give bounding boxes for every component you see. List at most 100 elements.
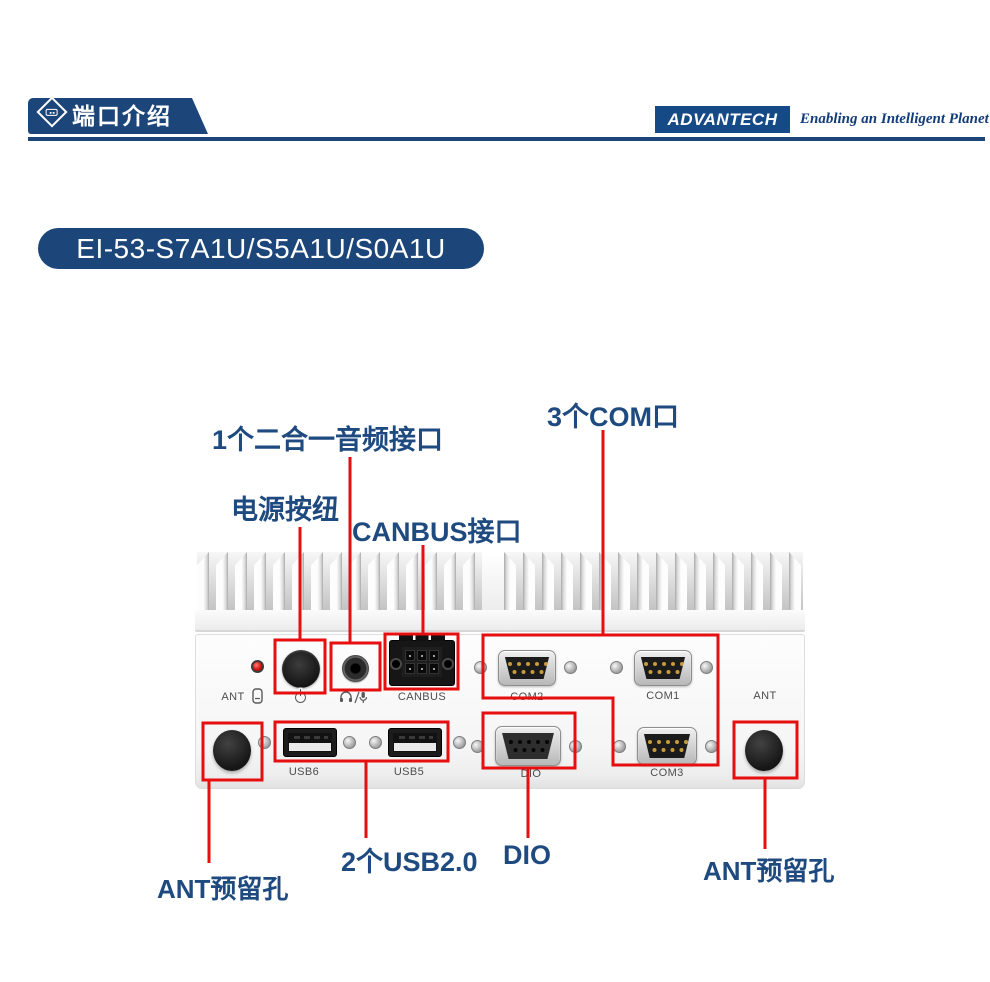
canbus-connector [389, 635, 455, 686]
callout-ant-right-label: ANT预留孔 [703, 856, 835, 886]
heatsink-fin [618, 552, 630, 612]
heatsink-fin [273, 552, 285, 612]
canbus-pin [429, 650, 439, 661]
heatsink-fin [713, 552, 725, 612]
heatsink-fin [406, 552, 418, 612]
canbus-pin [417, 663, 427, 674]
heatsink-fin [235, 552, 247, 612]
heatsink-fin [694, 552, 706, 612]
canbus-mount-hole [444, 660, 452, 668]
panel-label-com3: COM3 [650, 767, 684, 779]
ant-plug-right [745, 730, 783, 771]
heatsink-fin [463, 552, 475, 612]
panel-label-usb5: USB5 [393, 766, 425, 778]
screw [564, 661, 577, 674]
panel-label-canbus: CANBUS [397, 691, 447, 703]
heatsink-fin [349, 552, 361, 612]
heatsink-fin [561, 552, 573, 612]
com1-connector [634, 650, 692, 686]
db9-pins [508, 662, 512, 666]
ant-plug-left [213, 730, 251, 771]
highlight-box-com-group [481, 633, 720, 767]
heatsink-fin [311, 552, 323, 612]
usb-inner [288, 733, 332, 752]
heatsink-base [195, 610, 805, 632]
heatsink-fin [387, 552, 399, 612]
db9-holes [509, 740, 513, 744]
headset-mic-icon [340, 691, 367, 704]
model-badge: EI-53-S7A1U/S5A1U/S0A1U [38, 228, 484, 269]
heatsink-fin [732, 552, 744, 612]
canbus-pin [405, 650, 415, 661]
heatsink-fin [425, 552, 437, 612]
db9-insert [504, 657, 550, 679]
hdd-icon [252, 688, 263, 704]
panel-label-com1: COM1 [646, 690, 680, 702]
header-divider [28, 137, 985, 141]
usb-inner [393, 733, 437, 752]
heatsink-fin [216, 552, 228, 612]
heatsink-fin [580, 552, 592, 612]
power-button [282, 650, 320, 688]
usb6-port [283, 728, 337, 757]
callout-dio-label: DIO [503, 840, 552, 870]
heatsink-fin [254, 552, 266, 612]
heatsink-fin [504, 552, 516, 612]
heatsink-fin [637, 552, 649, 612]
callout-usb-label: 2个USB2.0 [341, 847, 478, 877]
canbus-mount-hole [392, 660, 400, 668]
screw [610, 661, 623, 674]
heatsink-fin [751, 552, 763, 612]
highlight-box-usb [273, 720, 450, 763]
highlight-box-power [273, 638, 327, 695]
com3-connector [637, 727, 697, 765]
brand-tagline: Enabling an Intelligent Planet [800, 111, 989, 127]
callout-power-label: 电源按纽 [231, 495, 339, 525]
brand-logo: ADVANTECH [655, 106, 790, 133]
heatsink-fin [770, 552, 782, 612]
panel-label-usb6: USB6 [288, 766, 320, 778]
screw [453, 736, 466, 749]
usb5-port [388, 728, 442, 757]
panel-label-ant-right: ANT [753, 690, 777, 702]
dio-connector [495, 726, 561, 766]
panel-label-ant-left: ANT [221, 691, 245, 703]
db9-pins [644, 662, 648, 666]
heatsink-fin [675, 552, 687, 612]
db9-insert [640, 657, 686, 679]
screw [700, 661, 713, 674]
highlight-box-audio [329, 641, 382, 692]
db9-insert [502, 733, 554, 759]
heatsink-notch [482, 552, 504, 612]
heatsink-fin [523, 552, 535, 612]
canbus-pin [405, 663, 415, 674]
canbus-pin [417, 650, 427, 661]
section-title: 端口介绍 [72, 103, 172, 129]
power-led [251, 660, 264, 673]
heatsink-fins [197, 552, 803, 612]
heatsink-fin [444, 552, 456, 612]
panel-label-dio: DIO [520, 768, 542, 780]
highlight-box-dio [481, 711, 577, 770]
callout-audio-label: 1个二合一音频接口 [212, 425, 444, 455]
db9-insert [643, 734, 691, 758]
heatsink-fin [542, 552, 554, 612]
com2-connector [498, 650, 556, 686]
audio-jack [342, 655, 369, 682]
canbus-recess [402, 647, 442, 677]
callout-canbus-label: CANBUS接口 [352, 517, 522, 547]
screw [343, 736, 356, 749]
highlight-box-ant-left [201, 721, 264, 782]
canbus-pin [429, 663, 439, 674]
heatsink-fin [197, 552, 209, 612]
heatsink-fin [789, 552, 801, 612]
highlight-box-canbus [383, 632, 460, 691]
db9-pins [648, 740, 652, 744]
screw [369, 736, 382, 749]
heatsink-fin [330, 552, 342, 612]
heatsink-fin [368, 552, 380, 612]
heatsink-fin [656, 552, 668, 612]
callout-ant-left-label: ANT预留孔 [157, 874, 289, 904]
